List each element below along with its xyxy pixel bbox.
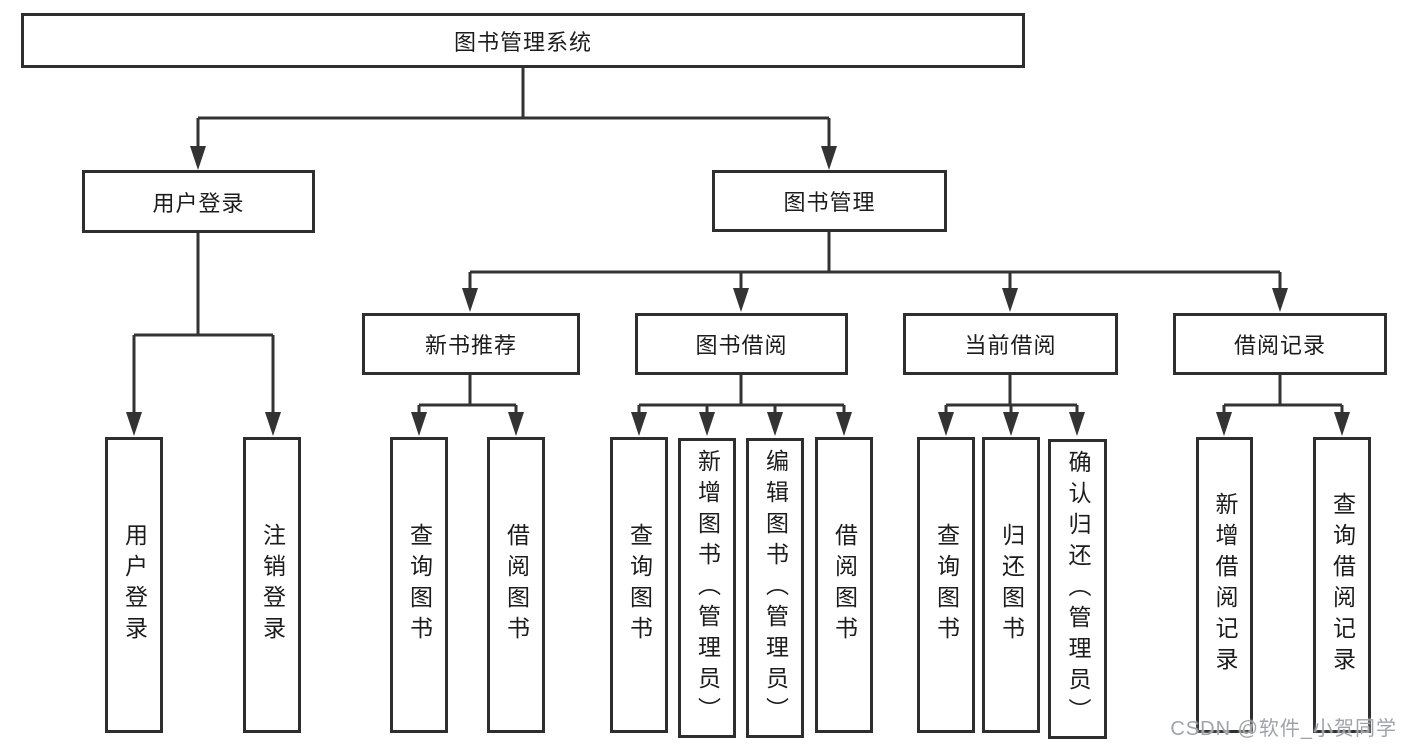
- arrows-book-management-children: [462, 288, 1288, 312]
- edges-root-to-level2: [196, 68, 831, 148]
- arrows-root-to-level2: [190, 146, 837, 170]
- edges-book-borrow-children: [637, 375, 846, 414]
- leaf-user-login: 用户登录: [105, 437, 163, 733]
- leaf-current-confirm-return-admin: 确认归还（管理员）: [1048, 439, 1107, 739]
- edges-borrow-records-children: [1222, 375, 1344, 414]
- leaf-records-add-record: 新增借阅记录: [1196, 437, 1253, 733]
- node-borrow-records: 借阅记录: [1173, 313, 1387, 375]
- leaf-current-return-books: 归还图书: [982, 437, 1040, 733]
- arrows-borrow-records-children: [1216, 412, 1350, 436]
- leaf-borrow-query-books: 查询图书: [610, 437, 668, 733]
- node-root: 图书管理系统: [21, 13, 1025, 68]
- node-user-login: 用户登录: [82, 170, 315, 233]
- arrows-new-book-recommend-children: [411, 412, 524, 436]
- node-current-borrow: 当前借阅: [903, 313, 1118, 375]
- leaf-borrow-edit-books-admin: 编辑图书（管理员）: [746, 438, 804, 738]
- leaf-current-query-books: 查询图书: [917, 437, 975, 733]
- arrows-book-borrow-children: [631, 412, 852, 436]
- watermark: CSDN @软件_小贺同学: [1170, 718, 1397, 740]
- arrows-user-login-children: [126, 412, 281, 436]
- arrows-current-borrow-children: [938, 412, 1085, 436]
- node-book-borrow: 图书借阅: [635, 313, 848, 375]
- edges-book-management-children: [468, 232, 1282, 290]
- edges-current-borrow-children: [944, 375, 1079, 414]
- edges-user-login-children: [132, 233, 275, 414]
- leaf-newrec-borrow-books: 借阅图书: [487, 437, 545, 733]
- node-new-book-recommend: 新书推荐: [362, 313, 580, 375]
- leaf-logout: 注销登录: [243, 437, 301, 733]
- leaf-newrec-query-books: 查询图书: [390, 437, 448, 733]
- node-book-management: 图书管理: [712, 170, 947, 232]
- leaf-borrow-add-books-admin: 新增图书（管理员）: [678, 438, 736, 738]
- leaf-borrow-borrow-books: 借阅图书: [815, 437, 873, 733]
- leaf-records-query-record: 查询借阅记录: [1313, 437, 1371, 733]
- edges-new-book-recommend-children: [417, 375, 518, 414]
